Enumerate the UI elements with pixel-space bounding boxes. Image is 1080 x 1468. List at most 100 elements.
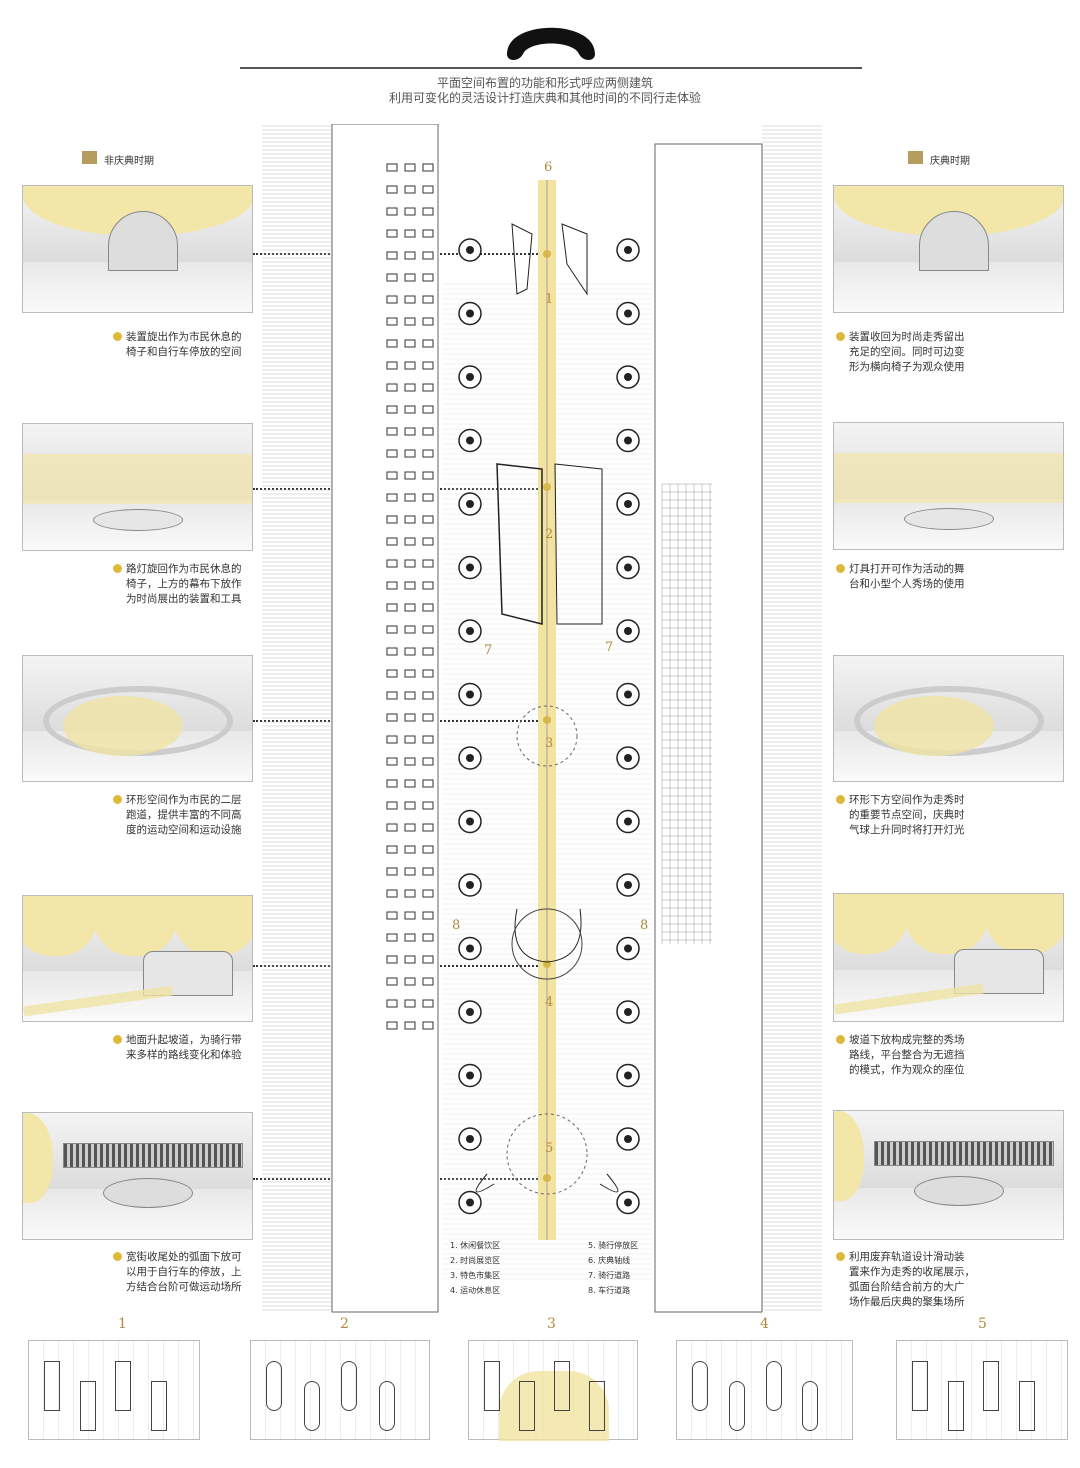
window [422,339,434,348]
caption-line: 来多样的路线变化和体验 [126,1049,242,1061]
detail-element [150,1381,167,1431]
window [404,625,416,634]
window [386,515,398,524]
tree-trunk [466,1008,474,1016]
window [422,845,434,854]
balloon-shape [984,894,1063,954]
scene-image-right-3 [833,655,1064,782]
arc-steps [103,1178,193,1208]
arch-installation [919,211,989,271]
scene-image-left-2 [22,423,253,551]
detail-element [802,1381,819,1431]
detail-element [266,1361,282,1411]
detail-element [484,1361,500,1411]
detail-number-5: 5 [978,1316,987,1332]
detail-element [44,1361,60,1411]
window [386,867,398,876]
caption-line: 以用于自行车的停放，上 [126,1266,242,1278]
zone4-platform [511,908,583,980]
window [404,471,416,480]
legend-non-festival: 非庆典时期 [104,156,154,167]
arc-steps [914,1176,1004,1206]
scene-image-left-3 [22,655,253,782]
header-rule [240,67,862,69]
screen-curtain [23,454,252,504]
caption-text: 坡道下放构成完整的秀场 [849,1034,965,1046]
caption-text: 路灯旋回作为市民休息的 [126,563,242,575]
zone3-ring [516,705,578,767]
window [422,471,434,480]
window [386,471,398,480]
detail-element [554,1361,570,1411]
caption-text: 装置旋出作为市民休息的 [126,331,242,343]
window [422,779,434,788]
arch-logo-icon [507,27,595,60]
window [422,383,434,392]
caption-text: 灯具打开可作为活动的舞 [849,563,965,575]
window [404,581,416,590]
balloon-shape [834,894,909,954]
window [386,229,398,238]
window [422,515,434,524]
window [386,691,398,700]
tree-trunk [624,690,632,699]
node-marker [543,483,551,491]
screen-curtain [834,453,1063,503]
window [404,537,416,546]
window [422,757,434,766]
bullet-dot-icon [113,795,122,804]
window [386,735,398,744]
caption-right-1: 装置收回为时尚走秀留出充足的空间。同时可边变形为横向椅子为观众使用 [836,330,976,375]
bullet-dot-icon [836,332,845,341]
caption-text: 利用废弃轨道设计滑动装 [849,1251,965,1263]
plan-label-bike_r: 7 [605,640,614,655]
window [422,823,434,832]
zone1-installation [511,223,588,296]
window [422,295,434,304]
detail-plan-2 [250,1340,430,1440]
window [404,427,416,436]
window [422,273,434,282]
detail-plan-3 [468,1340,638,1441]
caption-right-5: 利用废弃轨道设计滑动装置来作为走秀的收尾展示， 弧面台阶结合前方的大广场作最后庆典… [836,1250,976,1310]
window [404,207,416,216]
left-buildings [331,124,439,1313]
window [404,955,416,964]
window [386,889,398,898]
caption-text: 宽街收尾处的弧面下放可 [126,1251,242,1263]
caption-line: 充足的空间。同时可边变 [849,346,965,358]
window [422,1021,434,1030]
tree-trunk [624,309,632,318]
window [422,559,434,568]
rail-tracks [874,1141,1054,1166]
tree-trunk [466,881,474,889]
detail-element [983,1361,999,1411]
caption-right-3: 环形下方空间作为走秀时的重要节点空间，庆典时气球上升同时将打开灯光 [836,793,976,838]
subtitle-line-2: 利用可变化的灵活设计打造庆典和其他时间的不同行走体验 [388,91,701,105]
zone-legend-item-5: 5. 骑行停放区 [588,1241,639,1250]
subtitle-line-1: 平面空间布置的功能和形式呼应两侧建筑 [436,76,653,90]
caption-line: 椅子，上方的幕布下放作 [126,578,242,590]
window [404,911,416,920]
caption-line: 置来作为走秀的收尾展示， [849,1266,975,1278]
legend-swatch-festival [908,151,923,164]
window [404,405,416,414]
scene-image-right-1 [833,185,1064,313]
tree-trunk [466,1071,474,1080]
window [422,625,434,634]
zone-legend-item-6: 6. 庆典轴线 [588,1256,631,1265]
tree-trunk [466,944,474,953]
window [404,185,416,194]
window [404,779,416,788]
window [404,845,416,854]
window [422,207,434,216]
scene-image-right-5 [833,1110,1064,1240]
window [404,999,416,1008]
window [422,229,434,238]
scene-image-right-2 [833,422,1064,550]
window [386,801,398,810]
caption-line: 弧面台阶结合前方的大广 [849,1281,965,1293]
tree-trunk [466,627,474,635]
caption-line: 场作最后庆典的聚集场所 [849,1296,965,1308]
window [422,735,434,744]
